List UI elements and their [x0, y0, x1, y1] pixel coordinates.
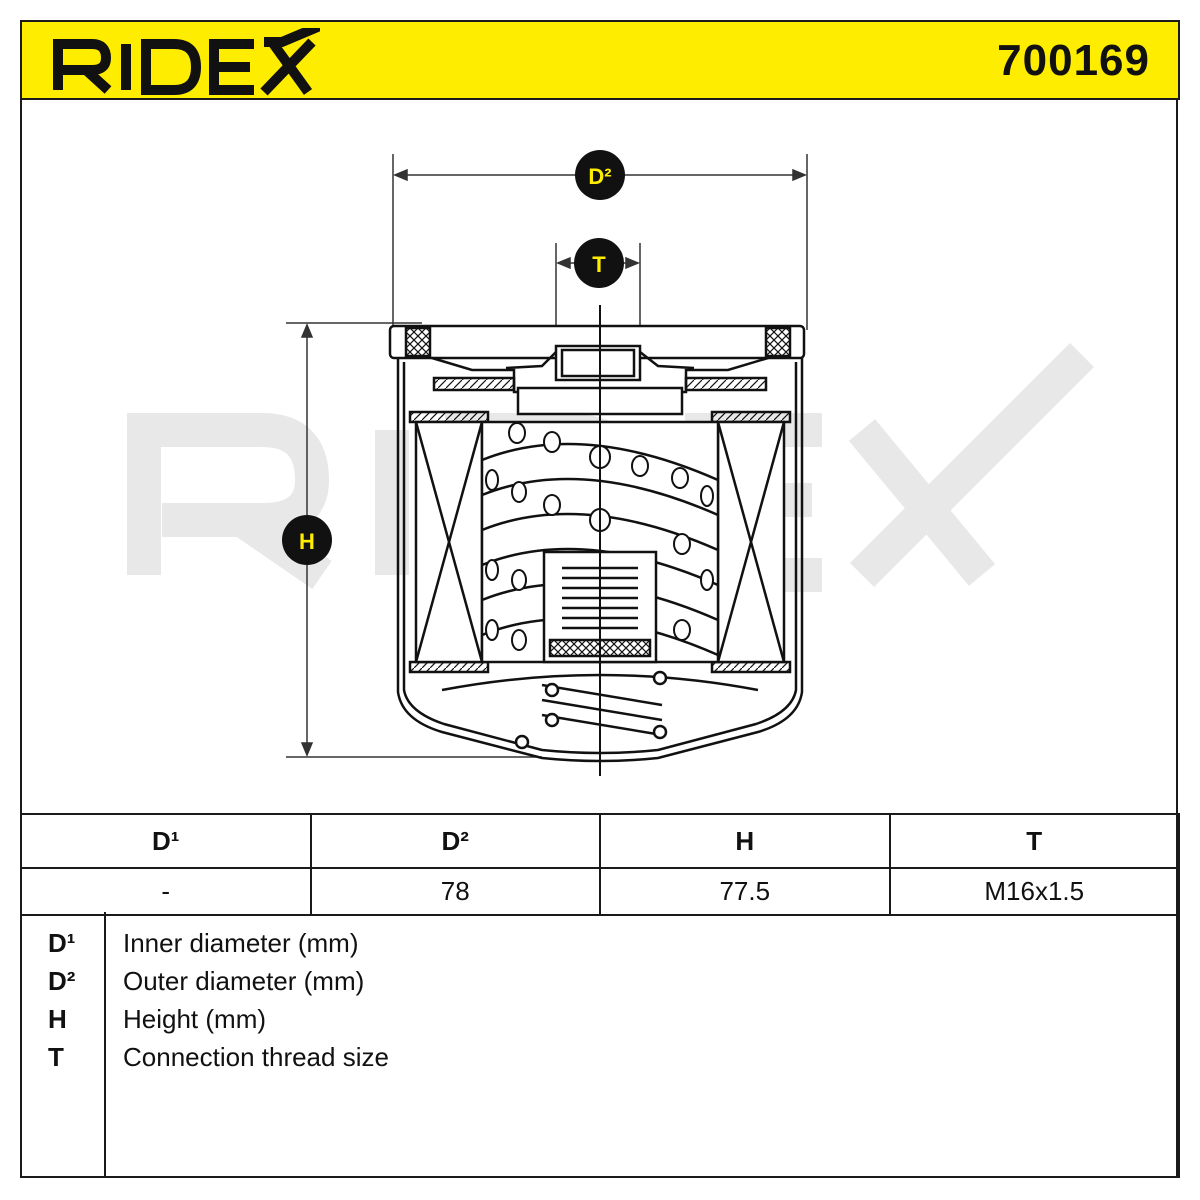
- legend-description: Height (mm): [123, 1004, 267, 1034]
- legend-symbol: H: [48, 1004, 67, 1034]
- legend-row: H Height (mm): [22, 1004, 1172, 1042]
- specs-header-row: D¹ D² H T: [20, 813, 1180, 869]
- t-badge: T: [574, 238, 624, 288]
- legend-row: T Connection thread size: [22, 1042, 1172, 1080]
- value-d1: -: [20, 867, 312, 916]
- specs-value-row: - 78 77.5 M16x1.5: [20, 867, 1180, 916]
- d2-label: D²: [588, 164, 611, 189]
- legend-description: Inner diameter (mm): [123, 928, 359, 958]
- legend-description: Outer diameter (mm): [123, 966, 365, 996]
- header-bar: 700169: [20, 20, 1180, 100]
- filter-drawing: D² T H: [127, 150, 1095, 776]
- h-label: H: [299, 529, 315, 554]
- legend-row: D² Outer diameter (mm): [22, 966, 1172, 1004]
- header-d2: D²: [309, 813, 601, 869]
- legend-divider: [104, 912, 106, 1176]
- legend-box: D¹ Inner diameter (mm) D² Outer diameter…: [20, 912, 1180, 1178]
- d2-badge: D²: [575, 150, 625, 200]
- filter-body: [388, 324, 806, 763]
- legend-row: D¹ Inner diameter (mm): [22, 928, 1172, 966]
- legend-symbol: D¹: [48, 928, 76, 958]
- value-d2: 78: [309, 867, 601, 916]
- h-badge: H: [282, 515, 332, 565]
- specs-table: D¹ D² H T - 78 77.5 M16x1.5: [20, 813, 1180, 916]
- value-h: 77.5: [599, 867, 891, 916]
- ridex-logo: [53, 28, 320, 96]
- legend-symbol: T: [48, 1042, 64, 1072]
- legend-symbol: D²: [48, 966, 76, 996]
- header-h: H: [599, 813, 891, 869]
- header-t: T: [888, 813, 1180, 869]
- part-number: 700169: [997, 36, 1150, 85]
- value-t: M16x1.5: [888, 867, 1180, 916]
- header-d1: D¹: [20, 813, 312, 869]
- legend-description: Connection thread size: [123, 1042, 389, 1072]
- t-label: T: [592, 252, 606, 277]
